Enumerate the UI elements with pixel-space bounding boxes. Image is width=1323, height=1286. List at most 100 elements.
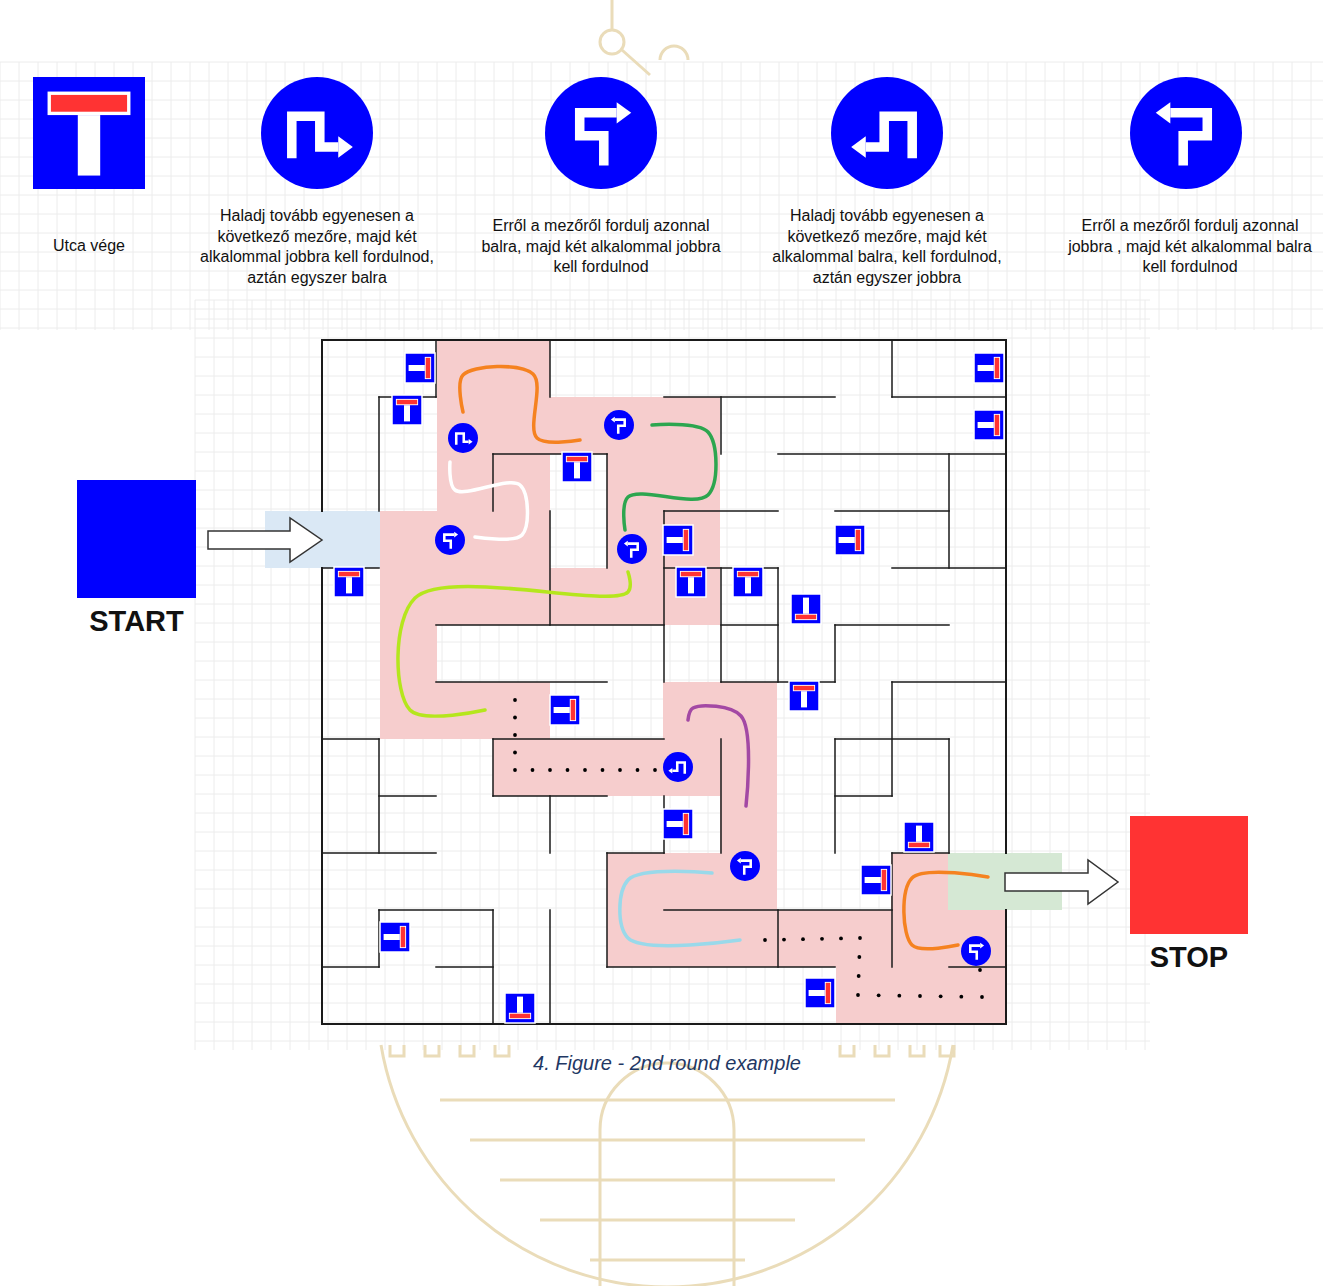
sign-bar-red <box>397 400 417 405</box>
route-dot <box>782 938 786 942</box>
maze-wall <box>834 739 836 853</box>
sign-bar-red <box>796 615 816 620</box>
dead-end-sign <box>505 993 535 1023</box>
sign-stem <box>688 577 694 593</box>
route-dot <box>978 968 982 972</box>
grid-line <box>195 300 196 1050</box>
sign-glyph <box>456 434 468 445</box>
background-grid <box>0 62 1323 1050</box>
sign-bar <box>737 571 759 577</box>
sign-bar-red <box>426 358 431 378</box>
sign-disc <box>604 410 634 440</box>
route-dot <box>531 768 535 772</box>
dead-end-sign <box>663 809 693 839</box>
legend-text: Haladj tovább egyenesen a következő mező… <box>192 206 442 288</box>
sign-bar <box>396 399 418 405</box>
sign-stem <box>667 821 683 827</box>
maze-wall <box>948 739 950 853</box>
figure-caption: 4. Figure - 2nd round example <box>367 1050 967 1076</box>
watermark-ornament <box>600 30 624 54</box>
sign-plate <box>974 353 1004 383</box>
maze-wall <box>778 453 1006 455</box>
route-dot <box>858 936 862 940</box>
route-dot <box>513 768 517 772</box>
grid-line <box>195 338 1150 339</box>
dead-end-sign <box>861 865 891 895</box>
sign-glyph <box>1170 113 1207 166</box>
grid-line <box>214 300 215 1050</box>
terminal-square <box>77 480 196 598</box>
maze-wall <box>835 510 949 512</box>
turn-sign <box>1130 77 1242 189</box>
sign-bar-red <box>856 530 861 550</box>
sign-plate <box>974 410 1004 440</box>
sign-bar-red <box>401 927 406 947</box>
maze-wall <box>777 910 779 967</box>
sign-glyph <box>741 861 751 875</box>
maze-wall <box>321 340 323 511</box>
sign-disc <box>730 851 760 881</box>
maze-wall <box>1005 910 1007 1024</box>
grid-line <box>1107 300 1108 1050</box>
route-dot <box>636 768 640 772</box>
maze-wall <box>436 681 607 683</box>
sign-arrowhead <box>980 943 984 949</box>
sign-glyph <box>580 113 617 166</box>
grid-line <box>0 62 1323 63</box>
dead-end-sign <box>676 567 706 597</box>
maze-wall <box>378 739 380 853</box>
sign-arrowhead <box>624 541 628 547</box>
maze-wall <box>549 796 551 853</box>
route-stroke <box>450 462 528 539</box>
grid-line <box>328 300 329 1050</box>
sign-plate <box>663 809 693 839</box>
route-dot <box>513 698 517 702</box>
sign-plate <box>562 452 592 482</box>
sign-bar <box>683 813 689 835</box>
dead-end-sign <box>334 567 364 597</box>
maze-wall <box>607 852 664 854</box>
maze-wall <box>720 739 722 853</box>
sign-bar-red <box>51 95 127 112</box>
dead-end-sign <box>405 353 435 383</box>
legend-text: Erről a mezőről fordulj azonnal balra, m… <box>473 216 729 278</box>
sign-disc <box>448 423 478 453</box>
watermark-crenel <box>940 1045 954 1056</box>
sign-stem <box>384 934 400 940</box>
sign-bar-red <box>681 572 701 577</box>
maze-wall <box>891 682 893 796</box>
dead-end-sign <box>663 525 693 555</box>
route-dot <box>513 733 517 737</box>
sign-stem <box>809 990 825 996</box>
grid-line <box>1050 300 1051 1050</box>
sign-disc <box>545 77 657 189</box>
sign-bar <box>793 685 815 691</box>
sign-arrowhead <box>851 136 866 157</box>
maze-wall <box>948 454 950 568</box>
sign-bar-red <box>738 572 758 577</box>
sign-bar-red <box>510 1014 530 1019</box>
watermark-brick <box>540 1219 795 1222</box>
maze-wall <box>549 340 551 397</box>
legend-text: Erről a mezőről fordulj azonnal jobbra ,… <box>1064 216 1316 278</box>
sign-bar-red <box>684 814 689 834</box>
sign-bar-red <box>794 686 814 691</box>
sign-disc <box>961 936 991 966</box>
sign-bar <box>509 1013 531 1019</box>
watermark-arc <box>381 1045 953 1286</box>
watermark-brick <box>500 1179 835 1182</box>
dead-end-sign <box>974 353 1004 383</box>
maze-signs <box>334 353 1004 1023</box>
grid-line <box>0 290 1323 291</box>
maze-wall <box>835 624 949 626</box>
sign-disc <box>617 534 647 564</box>
sign-bar <box>855 529 861 551</box>
sign-plate <box>663 525 693 555</box>
maze-wall <box>549 511 551 625</box>
maze-wall <box>1005 340 1007 853</box>
sign-disc <box>663 752 693 782</box>
route-dot <box>857 955 861 959</box>
terminal-box: START <box>77 480 196 638</box>
sign-bar <box>994 357 1000 379</box>
sign-bar <box>683 529 689 551</box>
